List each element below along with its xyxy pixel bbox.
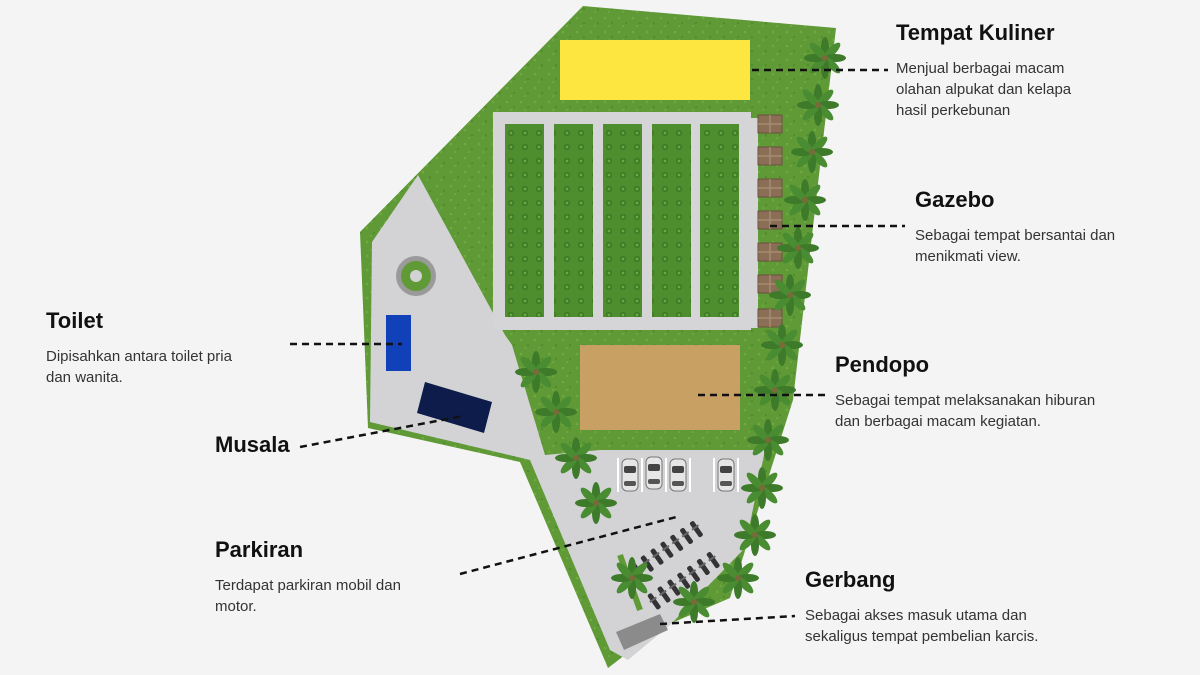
toilet-title: Toilet (46, 308, 104, 333)
musala-title: Musala (215, 432, 290, 457)
round-planter (396, 256, 436, 296)
gerbang-gate (616, 614, 668, 650)
toilet-desc: Dipisahkan antara toilet pria dan wanita… (46, 348, 232, 386)
callout-gerbang: Gerbang Sebagai akses masuk utama dan se… (805, 567, 1135, 647)
callout-toilet: Toilet Dipisahkan antara toilet pria dan… (46, 308, 296, 388)
car-parking (617, 456, 739, 492)
musala-building (417, 382, 492, 433)
parkiran-title: Parkiran (215, 537, 304, 562)
pendopo-title: Pendopo (835, 352, 930, 377)
pendopo-desc: Sebagai tempat melaksanakan hiburan dan … (835, 392, 1096, 430)
callout-kuliner: Tempat Kuliner Menjual berbagai macam ol… (896, 20, 1176, 121)
gerbang-desc: Sebagai akses masuk utama dan sekaligus … (805, 607, 1039, 645)
gazebo-title: Gazebo (915, 187, 995, 212)
kuliner-title: Tempat Kuliner (896, 20, 1055, 45)
pendopo-building (580, 345, 740, 430)
callout-gazebo: Gazebo Sebagai tempat bersantai dan meni… (915, 187, 1185, 267)
leader-gerbang (659, 614, 796, 626)
gerbang-title: Gerbang (805, 567, 896, 592)
kuliner-building (560, 40, 750, 100)
leader-lines (290, 68, 905, 626)
leader-musala (299, 414, 464, 449)
callout-pendopo: Pendopo Sebagai tempat melaksanakan hibu… (835, 352, 1185, 432)
leader-parkiran (459, 514, 681, 576)
callout-parkiran: Parkiran Terdapat parkiran mobil dan mot… (215, 537, 465, 617)
callout-musala: Musala (215, 432, 335, 458)
crop-beds (505, 124, 739, 317)
paving-plaza (370, 175, 765, 660)
parkiran-desc: Terdapat parkiran mobil dan motor. (215, 577, 401, 615)
kuliner-desc: Menjual berbagai macam olahan alpukat da… (896, 60, 1072, 119)
gazebo-desc: Sebagai tempat bersantai dan menikmati v… (915, 227, 1116, 265)
